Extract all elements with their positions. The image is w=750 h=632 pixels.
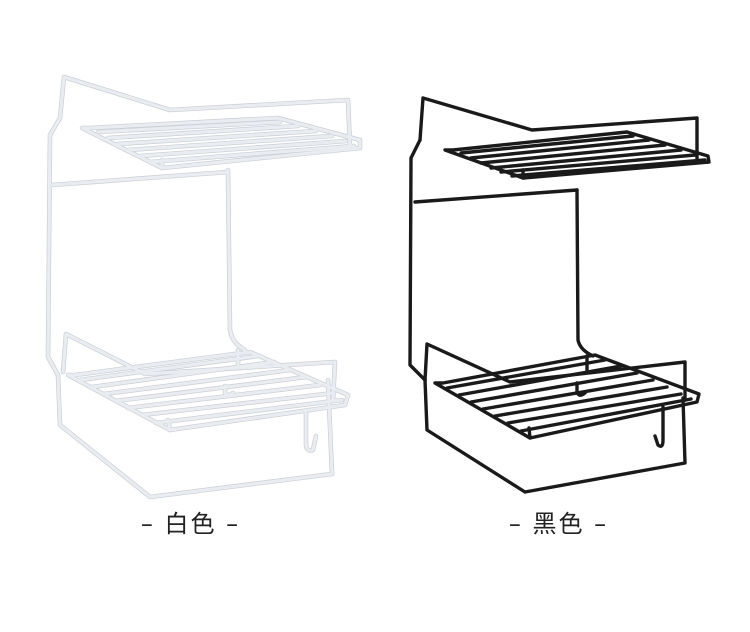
front-support [575, 188, 595, 358]
lower-back-rail [423, 342, 687, 402]
front-support [226, 168, 247, 352]
cross-rail [50, 170, 230, 187]
lower-back-rail [61, 332, 337, 402]
base-frame [56, 373, 334, 499]
cross-rail [413, 188, 579, 204]
black-rack-image [408, 96, 711, 494]
upper-back-rail [58, 75, 352, 148]
black-color-label: – 黑色 – [508, 510, 609, 538]
left-frame [408, 138, 427, 382]
left-frame [46, 116, 62, 377]
base-frame [423, 378, 687, 494]
white-rack-panel: – 白色 – [45, 74, 363, 538]
hook [304, 408, 318, 452]
white-color-label: – 白色 – [140, 510, 241, 538]
hook [653, 405, 665, 448]
white-rack-image [45, 74, 363, 500]
upper-back-rail [418, 96, 699, 162]
black-rack-panel: – 黑色 – [375, 0, 750, 632]
